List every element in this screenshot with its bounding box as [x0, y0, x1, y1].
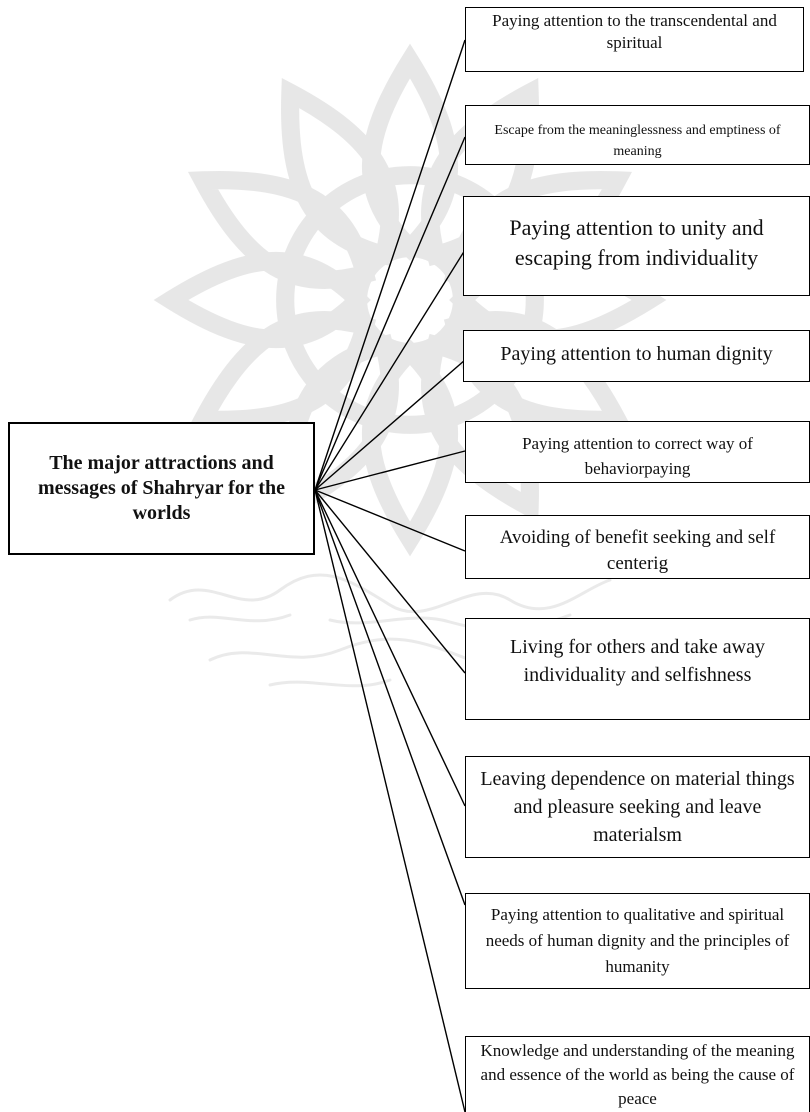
item-label: Escape from the meaninglessness and empt…	[494, 123, 781, 159]
connector-line	[314, 489, 466, 674]
item-box: Paying attention to correct way of behav…	[465, 421, 810, 483]
item-label: Avoiding of benefit seeking and self cen…	[499, 527, 776, 574]
connector-line	[314, 136, 466, 491]
item-label: Living for others and take away individu…	[510, 636, 765, 686]
item-label: Paying attention to human dignity	[500, 343, 773, 365]
item-box: Paying attention to the transcendental a…	[465, 7, 804, 72]
connector-line	[314, 39, 466, 491]
connector-line	[314, 489, 466, 1112]
item-label: Paying attention to correct way of behav…	[522, 434, 753, 478]
item-box: Paying attention to unity and escaping f…	[463, 196, 810, 296]
item-box: Knowledge and understanding of the meani…	[465, 1036, 810, 1112]
item-box: Escape from the meaninglessness and empt…	[465, 105, 810, 165]
item-label: Knowledge and understanding of the meani…	[480, 1041, 795, 1108]
central-topic-box: The major attractions and messages of Sh…	[8, 422, 315, 555]
item-box: Living for others and take away individu…	[465, 618, 810, 720]
item-label: Leaving dependence on material things an…	[480, 768, 795, 846]
connector-line	[314, 450, 466, 491]
connector-line	[314, 249, 466, 491]
item-label: Paying attention to qualitative and spir…	[485, 905, 790, 976]
item-box: Paying attention to human dignity	[463, 330, 810, 382]
item-box: Leaving dependence on material things an…	[465, 756, 810, 858]
connector-line	[314, 489, 466, 552]
connector-line	[314, 489, 466, 906]
connector-line	[314, 489, 466, 807]
central-topic-label: The major attractions and messages of Sh…	[37, 452, 286, 524]
connector-line	[314, 359, 466, 491]
item-box: Avoiding of benefit seeking and self cen…	[465, 515, 810, 579]
item-label: Paying attention to unity and escaping f…	[509, 215, 764, 270]
item-label: Paying attention to the transcendental a…	[492, 11, 777, 52]
item-box: Paying attention to qualitative and spir…	[465, 893, 810, 989]
